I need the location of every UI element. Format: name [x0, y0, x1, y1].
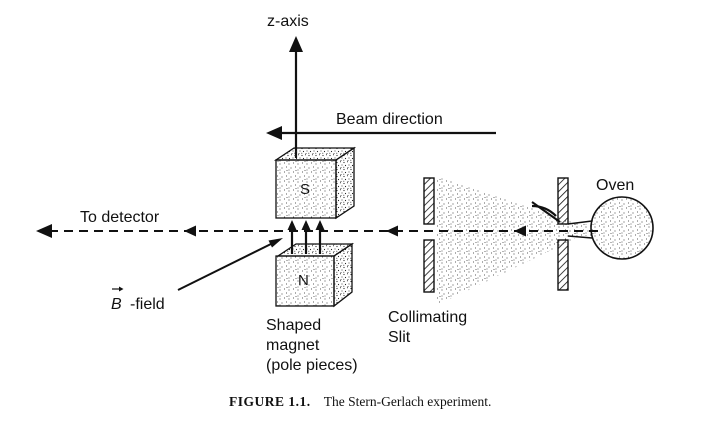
oven [567, 196, 654, 260]
beam-path [36, 224, 598, 238]
shaped-magnet-line-3: (pole pieces) [266, 357, 358, 374]
figure-number: FIGURE 1.1. [229, 394, 311, 409]
north-pole-label: N [298, 272, 309, 289]
b-field-suffix: -field [130, 296, 165, 313]
z-axis-label: z-axis [267, 13, 309, 30]
shaped-magnet-label: Shaped magnet (pole pieces) [266, 317, 358, 374]
magnet-south-pole [273, 146, 357, 220]
z-axis-arrow [289, 36, 303, 158]
b-field-pointer-arrow [177, 238, 283, 291]
atom-beam-spray [436, 176, 580, 306]
beam-direction-arrow [266, 126, 496, 140]
figure-caption: FIGURE 1.1. The Stern-Gerlach experiment… [229, 394, 491, 409]
b-field-symbol: B [111, 296, 122, 313]
magnetic-field-arrows [287, 220, 325, 254]
collimating-slit-label: Collimating Slit [388, 309, 472, 346]
to-detector-label: To detector [80, 209, 160, 226]
collimating-slit-line-2: Slit [388, 329, 411, 346]
oven-aperture-plates [557, 177, 569, 291]
shaped-magnet-line-2: magnet [266, 337, 320, 354]
divergence-angle-arc [531, 201, 561, 223]
south-pole-label: S [300, 181, 310, 198]
beam-direction-label: Beam direction [336, 111, 443, 128]
collimating-slit [423, 177, 435, 293]
b-field-label: B -field [111, 286, 165, 313]
shaped-magnet-line-1: Shaped [266, 317, 321, 334]
collimating-slit-line-1: Collimating [388, 309, 467, 326]
figure-caption-text: The Stern-Gerlach experiment. [324, 394, 492, 409]
magnet-north-pole [275, 242, 355, 308]
oven-label: Oven [596, 177, 634, 194]
